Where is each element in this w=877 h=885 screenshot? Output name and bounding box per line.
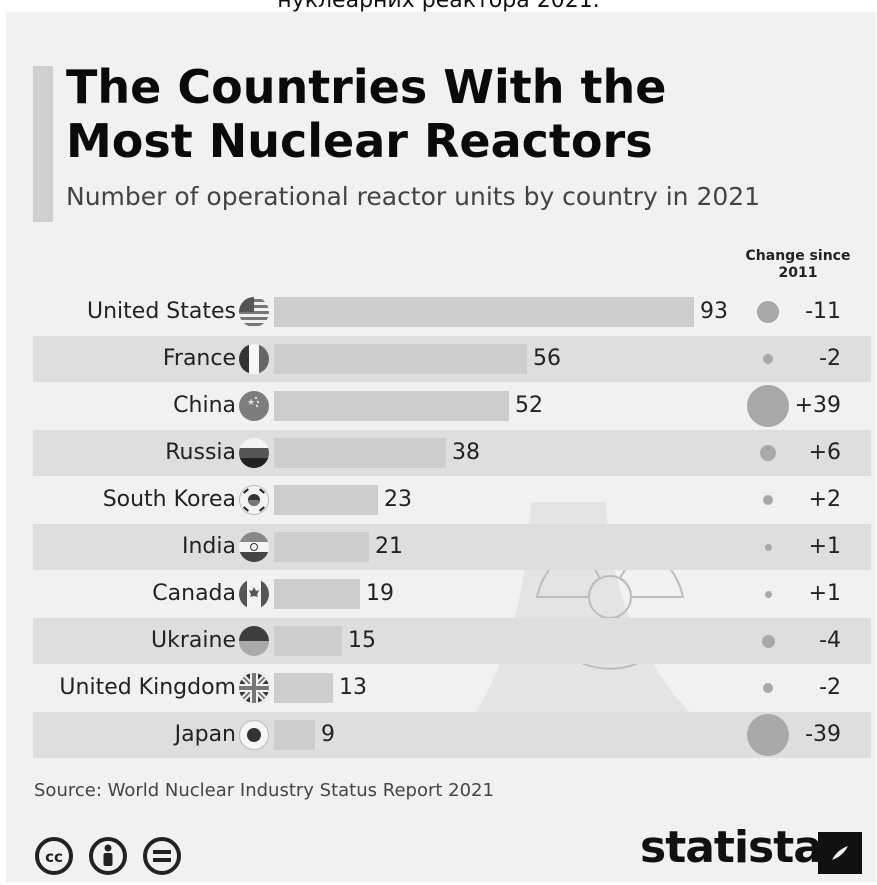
flag-icon <box>239 344 269 374</box>
chart-row: United States 93 -11 <box>33 289 871 335</box>
country-label: Japan <box>174 722 236 747</box>
change-value-label: +2 <box>808 487 841 512</box>
change-bubble <box>747 385 789 427</box>
chart-row: France 56 -2 <box>33 336 871 382</box>
country-label: Ukraine <box>151 628 236 653</box>
country-label: India <box>182 534 236 559</box>
title-accent-bar <box>33 66 53 222</box>
chart-row: Canada 19 +1 <box>33 571 871 617</box>
svg-text:★: ★ <box>247 398 255 408</box>
bar <box>274 626 342 656</box>
country-label: United States <box>87 299 236 324</box>
change-value-label: -11 <box>805 299 841 324</box>
change-value-label: +6 <box>808 440 841 465</box>
country-label: Russia <box>165 440 236 465</box>
change-bubble <box>763 354 773 364</box>
country-label: Canada <box>152 581 236 606</box>
change-value-label: -2 <box>819 675 841 700</box>
change-value-label: -39 <box>805 722 841 747</box>
source-note: Source: World Nuclear Industry Status Re… <box>34 780 494 801</box>
bar <box>274 391 509 421</box>
statista-logo: statista <box>640 822 823 873</box>
bar <box>274 297 694 327</box>
country-label: China <box>173 393 236 418</box>
change-bubble <box>747 714 789 756</box>
bar-value-label: 23 <box>384 487 412 512</box>
svg-text:cc: cc <box>45 848 63 866</box>
nd-icon <box>143 837 181 875</box>
bar-value-label: 93 <box>700 299 728 324</box>
country-label: South Korea <box>102 487 236 512</box>
change-value-label: -2 <box>819 346 841 371</box>
change-value-label: +1 <box>808 581 841 606</box>
flag-icon <box>239 626 269 656</box>
flag-icon <box>239 579 269 609</box>
chart-subtitle: Number of operational reactor units by c… <box>66 182 761 211</box>
chart-row: Ukraine 15 -4 <box>33 618 871 664</box>
cc-icon: cc <box>35 837 73 875</box>
bar <box>274 532 369 562</box>
bar-value-label: 19 <box>366 581 394 606</box>
license-icons: cc <box>35 837 181 875</box>
bar <box>274 485 378 515</box>
by-icon <box>89 837 127 875</box>
bar-value-label: 38 <box>452 440 480 465</box>
bar <box>274 720 315 750</box>
change-column-header: Change since 2011 <box>745 248 851 281</box>
change-bubble <box>757 301 779 323</box>
flag-icon <box>239 720 269 750</box>
country-label: France <box>162 346 236 371</box>
flag-icon <box>239 673 269 703</box>
bar <box>274 579 360 609</box>
flag-icon <box>239 438 269 468</box>
chart-row: China ★ 52 +39 <box>33 383 871 429</box>
change-bubble <box>763 683 773 693</box>
bar <box>274 673 333 703</box>
chart-row: South Korea 23 +2 <box>33 477 871 523</box>
chart-row: United Kingdom 13 -2 <box>33 665 871 711</box>
flag-icon <box>239 532 269 562</box>
chart-row: Japan 9 -39 <box>33 712 871 758</box>
header-caption: нуклеарних реактора 2021. <box>277 0 600 13</box>
bar-value-label: 21 <box>375 534 403 559</box>
bar <box>274 344 527 374</box>
bar-value-label: 52 <box>515 393 543 418</box>
change-value-label: -4 <box>819 628 841 653</box>
change-bubble <box>761 634 775 648</box>
chart-row: India 21 +1 <box>33 524 871 570</box>
change-value-label: +1 <box>808 534 841 559</box>
bar-value-label: 9 <box>321 722 335 747</box>
change-bubble <box>764 543 772 551</box>
change-bubble <box>760 445 776 461</box>
country-label: United Kingdom <box>59 675 236 700</box>
change-value-label: +39 <box>794 393 841 418</box>
bar <box>274 438 446 468</box>
statista-logo-icon <box>818 832 862 874</box>
bar-value-label: 13 <box>339 675 367 700</box>
flag-icon <box>239 485 269 515</box>
bar-value-label: 15 <box>348 628 376 653</box>
change-bubble <box>763 495 773 505</box>
chart-row: Russia 38 +6 <box>33 430 871 476</box>
flag-icon: ★ <box>239 391 269 421</box>
flag-icon <box>239 297 269 327</box>
change-bubble <box>764 590 772 598</box>
bar-value-label: 56 <box>533 346 561 371</box>
